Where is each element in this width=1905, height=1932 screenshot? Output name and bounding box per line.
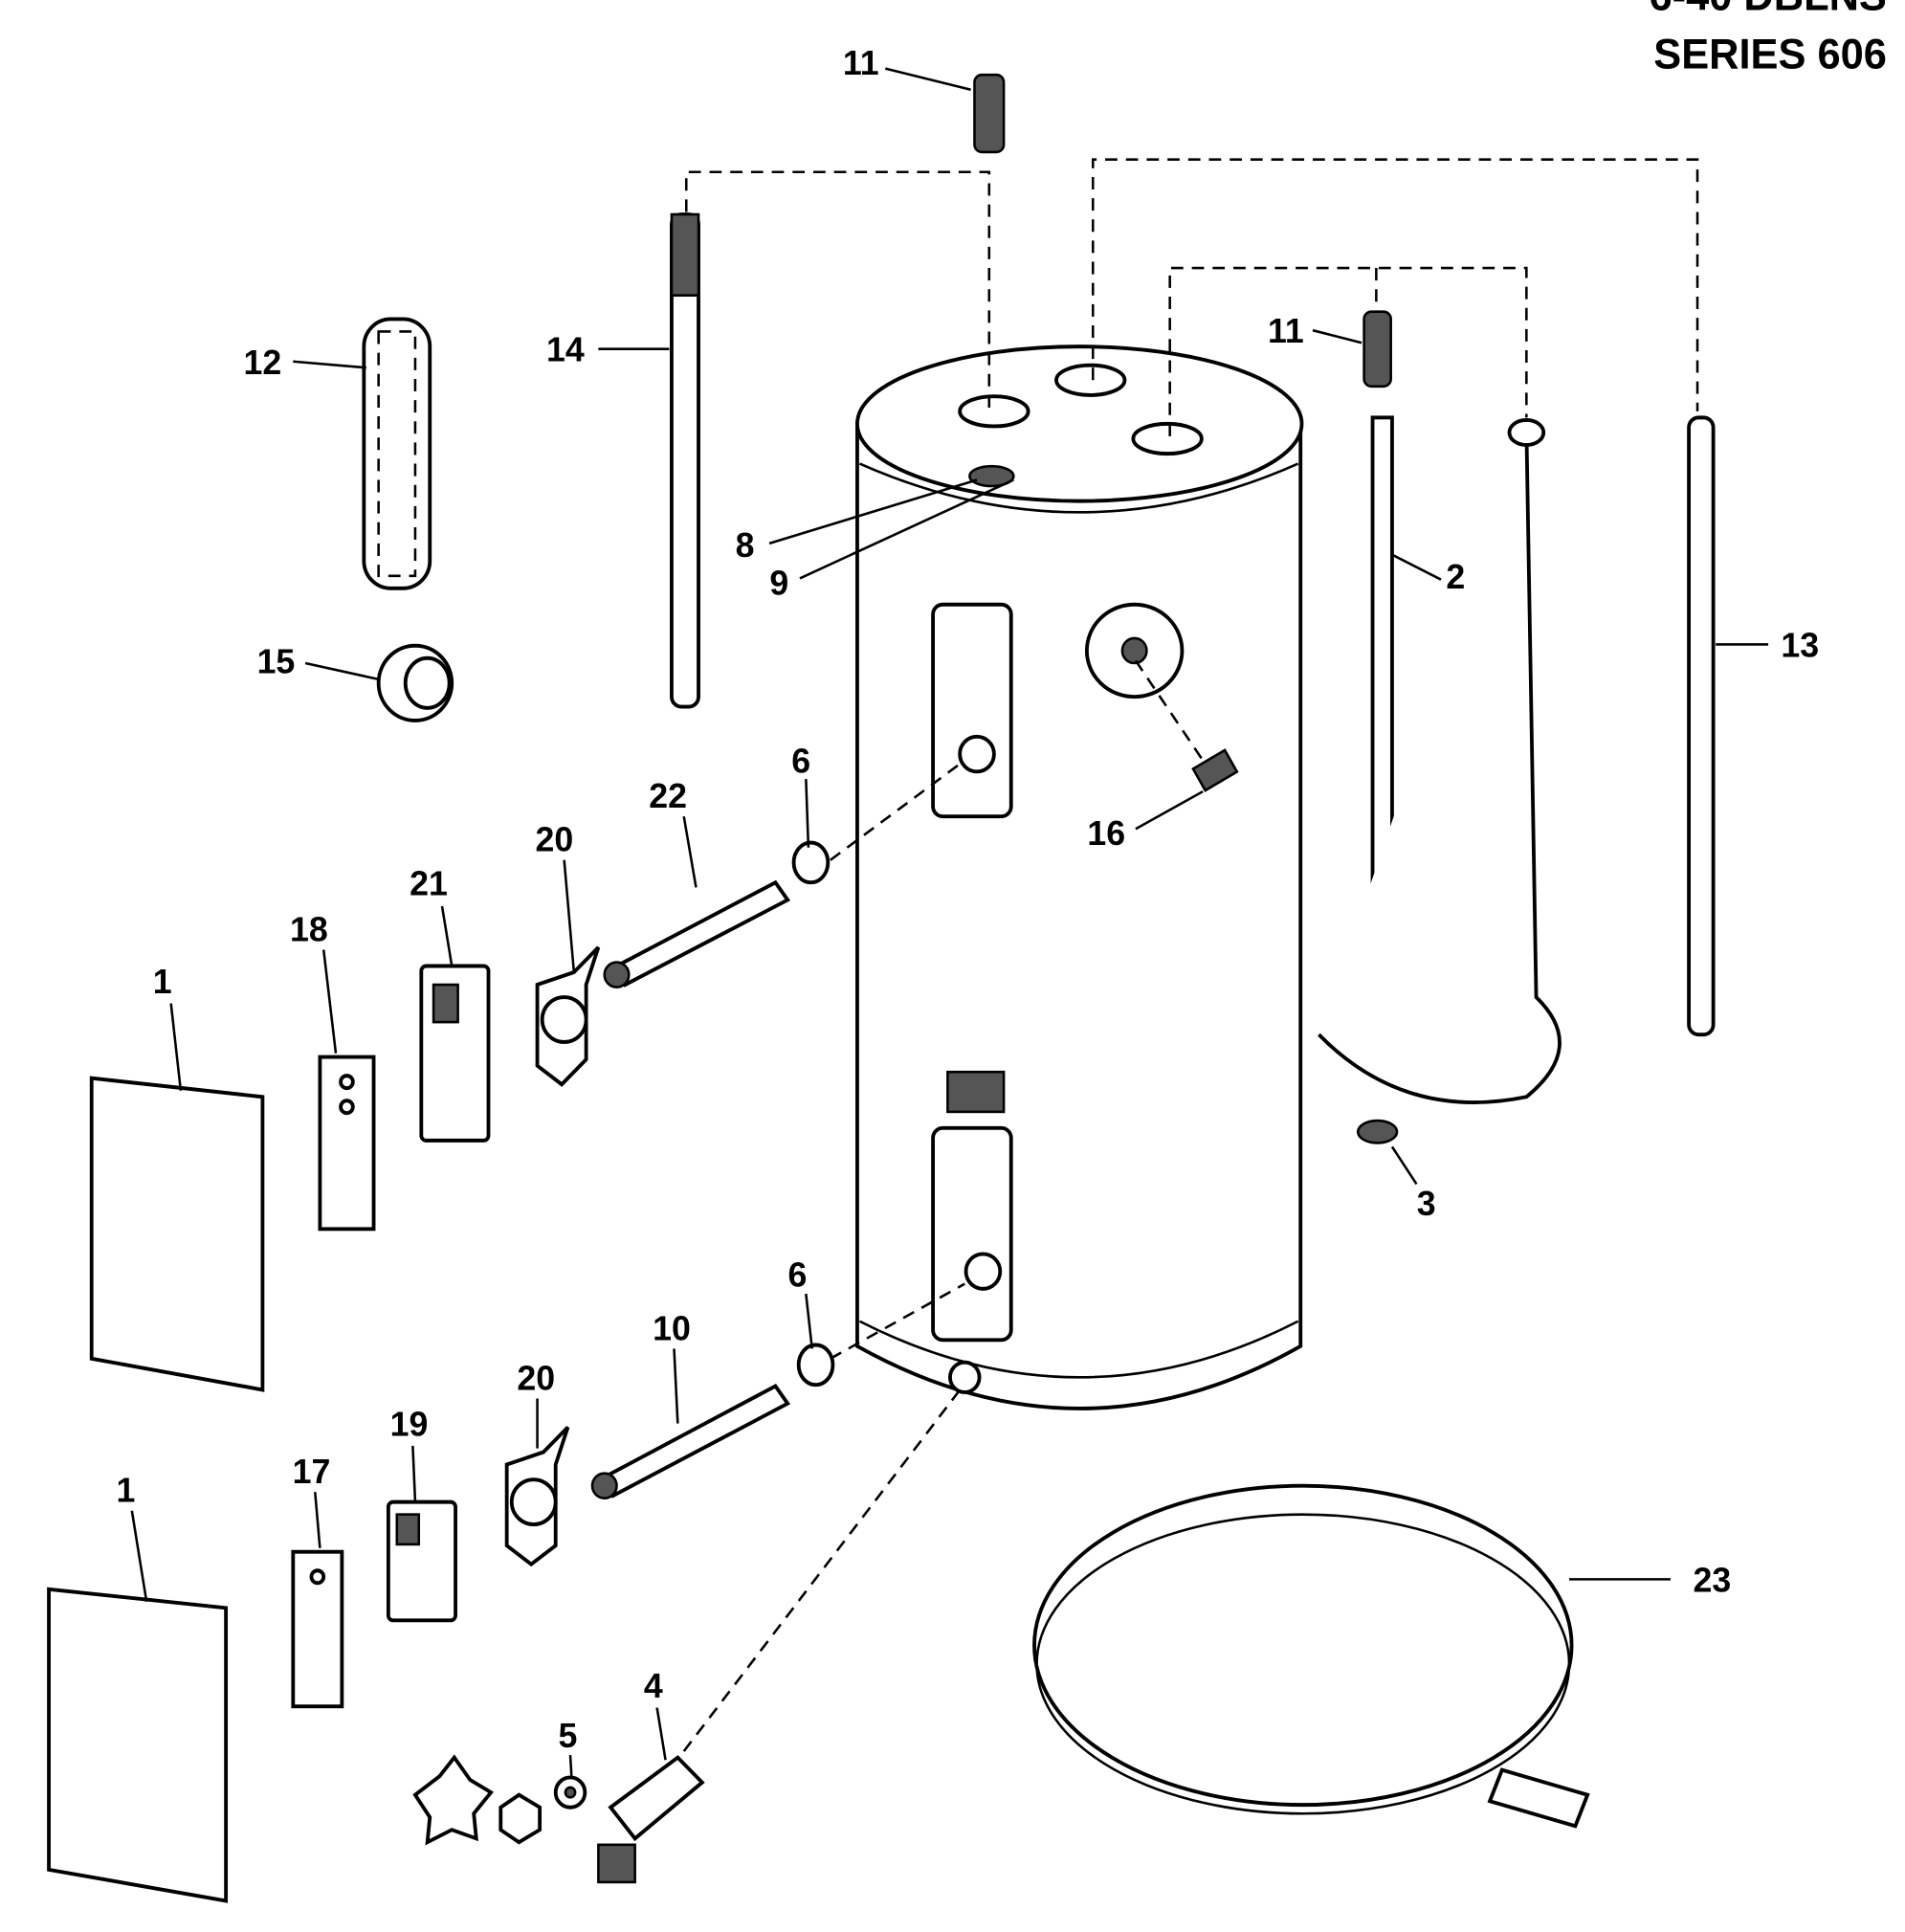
- leader-line: [1135, 789, 1204, 831]
- bracket-20-upper: [535, 945, 601, 1087]
- leader-line: [673, 1348, 679, 1424]
- leader-line: [411, 1445, 417, 1502]
- connector-line: [1091, 158, 1699, 411]
- callout-6a: 6: [791, 741, 810, 780]
- access-cover-1-lower: [47, 1587, 229, 1903]
- callout-2: 2: [1446, 556, 1465, 595]
- leader-line: [1312, 328, 1362, 344]
- sensor-16: [1191, 748, 1239, 792]
- callout-5: 5: [559, 1716, 578, 1755]
- leader-line: [130, 1510, 148, 1603]
- bracket-20-lower: [504, 1426, 570, 1567]
- gasket-6-lower: [796, 1343, 835, 1388]
- leader-line: [563, 859, 576, 973]
- leader-line: [805, 1293, 813, 1349]
- callout-23: 23: [1693, 1560, 1731, 1599]
- callout-8: 8: [736, 525, 755, 565]
- nipple-11-top: [973, 73, 1006, 154]
- leader-line: [440, 905, 454, 966]
- connector-line: [682, 1383, 966, 1752]
- callout-11a: 11: [843, 43, 879, 82]
- model-title: 6-40 DBLNS: [1650, 0, 1887, 20]
- callout-16: 16: [1087, 813, 1125, 853]
- thermostat-19: [386, 1499, 457, 1623]
- handle: [412, 1754, 494, 1846]
- callout-6b: 6: [787, 1255, 807, 1294]
- leader-line: [885, 67, 971, 92]
- insulation-17: [291, 1549, 344, 1709]
- thermostat-21: [419, 964, 491, 1143]
- water-heater-tank: [855, 344, 1304, 1410]
- heat-trap-tube-12: [362, 317, 432, 590]
- bushing-15: [376, 643, 454, 722]
- callout-14: 14: [546, 329, 585, 368]
- leader-line: [1391, 553, 1442, 581]
- callout-9: 9: [769, 563, 788, 602]
- leader-line: [655, 1707, 667, 1761]
- leader-line: [799, 478, 1014, 580]
- anode-rod-14: [670, 212, 700, 709]
- connector-line: [830, 1282, 965, 1360]
- tube-13: [1687, 415, 1716, 1037]
- leader-line: [568, 1754, 573, 1777]
- insulation-18: [318, 1055, 376, 1232]
- connector-line: [1168, 266, 1528, 436]
- callout-1b: 1: [117, 1470, 136, 1509]
- leader-line: [805, 779, 810, 848]
- callout-20b: 20: [517, 1358, 555, 1397]
- element-10: [590, 1383, 791, 1500]
- leader-line: [169, 1003, 183, 1091]
- callout-3: 3: [1417, 1184, 1436, 1223]
- element-22: [603, 879, 791, 988]
- callout-22: 22: [649, 776, 687, 815]
- leader-line: [314, 1492, 321, 1548]
- series-title: SERIES 606: [1653, 31, 1887, 78]
- dip-tube-2: [1318, 415, 1562, 1104]
- drain-valve-4: [597, 1755, 705, 1884]
- callout-19: 19: [390, 1404, 429, 1443]
- gasket-6-upper: [791, 840, 831, 885]
- callout-21: 21: [410, 863, 448, 902]
- callout-11b: 11: [1268, 311, 1304, 350]
- leader-line: [1390, 1145, 1418, 1186]
- drain-pan-23: [1032, 1483, 1590, 1829]
- access-cover-1-upper: [89, 1076, 265, 1392]
- washer-3: [1356, 1119, 1399, 1144]
- connector-line: [684, 170, 991, 411]
- leader-line: [682, 815, 698, 888]
- callout-10: 10: [653, 1308, 691, 1347]
- washer-5: [553, 1775, 587, 1810]
- connector-line: [830, 759, 966, 861]
- nipple-11-right: [1362, 310, 1392, 389]
- callout-4: 4: [644, 1666, 663, 1705]
- callout-13: 13: [1781, 625, 1819, 664]
- leader-line: [304, 661, 379, 681]
- callout-15: 15: [257, 641, 296, 680]
- callout-17: 17: [293, 1452, 331, 1491]
- callout-20a: 20: [536, 819, 574, 858]
- leader-line: [293, 360, 366, 369]
- nut: [498, 1792, 543, 1845]
- callout-18: 18: [290, 909, 328, 948]
- callout-12: 12: [244, 342, 282, 381]
- leader-line: [768, 478, 978, 545]
- leader-line: [321, 949, 338, 1054]
- callout-1a: 1: [153, 962, 172, 1001]
